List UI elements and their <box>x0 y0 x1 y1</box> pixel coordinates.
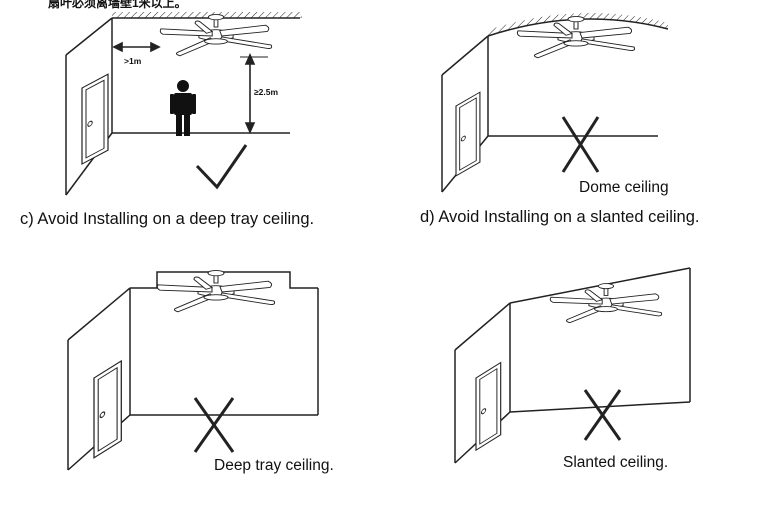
x-mark-icon <box>193 397 235 453</box>
door-icon <box>93 360 123 459</box>
check-mark-icon <box>195 144 248 190</box>
panel-d-caption: Slanted ceiling. <box>563 454 669 471</box>
heading-c: c) Avoid Installing on a deep tray ceili… <box>20 210 315 228</box>
heading-d: d) Avoid Installing on a slanted ceiling… <box>420 208 700 226</box>
panel-c-caption: Deep tray ceiling. <box>214 457 334 474</box>
dimension-vertical-label: ≥2.5m <box>254 87 279 97</box>
door-icon <box>455 91 481 177</box>
ceiling-hatch <box>112 12 302 18</box>
ceiling-fan-icon <box>156 269 276 313</box>
panel-c-room <box>67 271 319 471</box>
ceiling-fan-icon <box>159 13 273 57</box>
dimension-horizontal-arrow <box>112 41 161 53</box>
ceiling-fan-icon <box>549 283 663 324</box>
header-note: 扇叶必须离墙壁1米以上。 <box>48 0 187 10</box>
dimension-vertical-arrow <box>240 53 268 134</box>
door-icon <box>81 73 109 165</box>
dimension-horizontal-label: >1m <box>124 56 142 66</box>
x-mark-icon <box>583 389 622 441</box>
person-icon <box>170 80 196 136</box>
x-mark-icon <box>561 116 600 173</box>
door-icon <box>475 361 502 451</box>
panel-b-caption: Dome ceiling <box>579 179 669 196</box>
dome-hatch <box>488 13 668 37</box>
